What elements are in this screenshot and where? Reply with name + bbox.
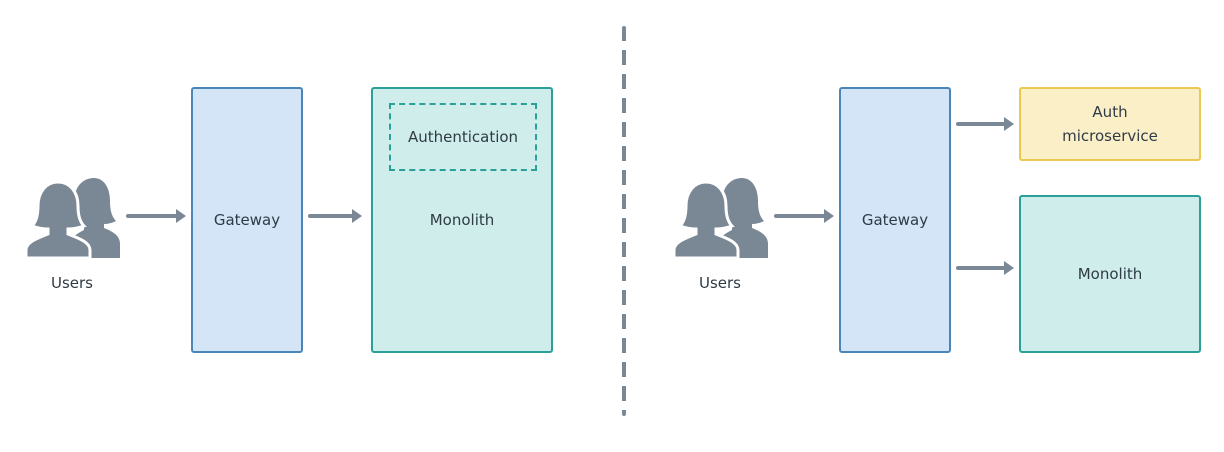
gateway-box[interactable]: Gateway xyxy=(839,87,951,353)
users-label: Users xyxy=(698,274,741,292)
monolith-box[interactable]: Monolith xyxy=(1019,195,1201,353)
arrow-users-to-gateway xyxy=(774,209,834,223)
gateway-box[interactable]: Gateway xyxy=(191,87,303,353)
arrow-gateway-to-auth xyxy=(956,117,1014,131)
users-label: Users xyxy=(50,274,93,292)
auth-label-line2: microservice xyxy=(1062,127,1158,145)
auth-microservice-box[interactable]: Auth microservice xyxy=(1019,87,1201,161)
auth-label-line1: Auth xyxy=(1092,103,1128,121)
users-icon xyxy=(24,178,120,258)
arrow-gateway-to-monolith xyxy=(308,209,362,223)
authentication-module[interactable]: Authentication xyxy=(389,103,537,171)
arrow-gateway-to-monolith xyxy=(956,261,1014,275)
monolith-label: Monolith xyxy=(429,211,495,229)
users-icon xyxy=(672,178,768,258)
authentication-label: Authentication xyxy=(407,128,519,146)
gateway-label: Gateway xyxy=(213,211,281,229)
gateway-label: Gateway xyxy=(861,211,929,229)
monolith-label: Monolith xyxy=(1077,265,1143,283)
divider xyxy=(622,26,626,416)
monolith-box[interactable]: Monolith Authentication xyxy=(371,87,553,353)
arrow-users-to-gateway xyxy=(126,209,186,223)
